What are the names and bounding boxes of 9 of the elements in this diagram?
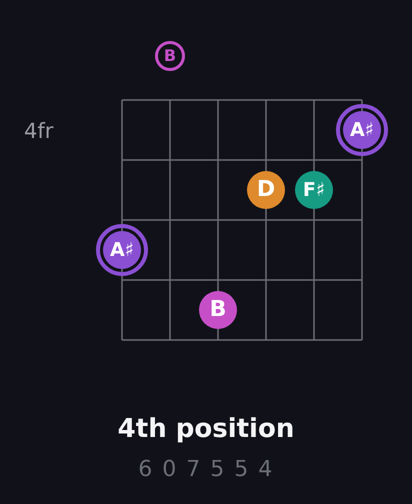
fingering-numbers: 6 0 7 5 5 4 [137,459,275,481]
ringed-note-dot: A♯ [96,224,148,276]
title: 4th position [116,416,296,442]
note-dot: B [199,291,237,329]
open-string-circle: B [155,41,185,71]
ringed-note-dot: A♯ [336,104,388,156]
note-dot: F♯ [295,171,333,209]
fret-number-label: 4fr [24,121,54,142]
note-dot: D [247,171,285,209]
